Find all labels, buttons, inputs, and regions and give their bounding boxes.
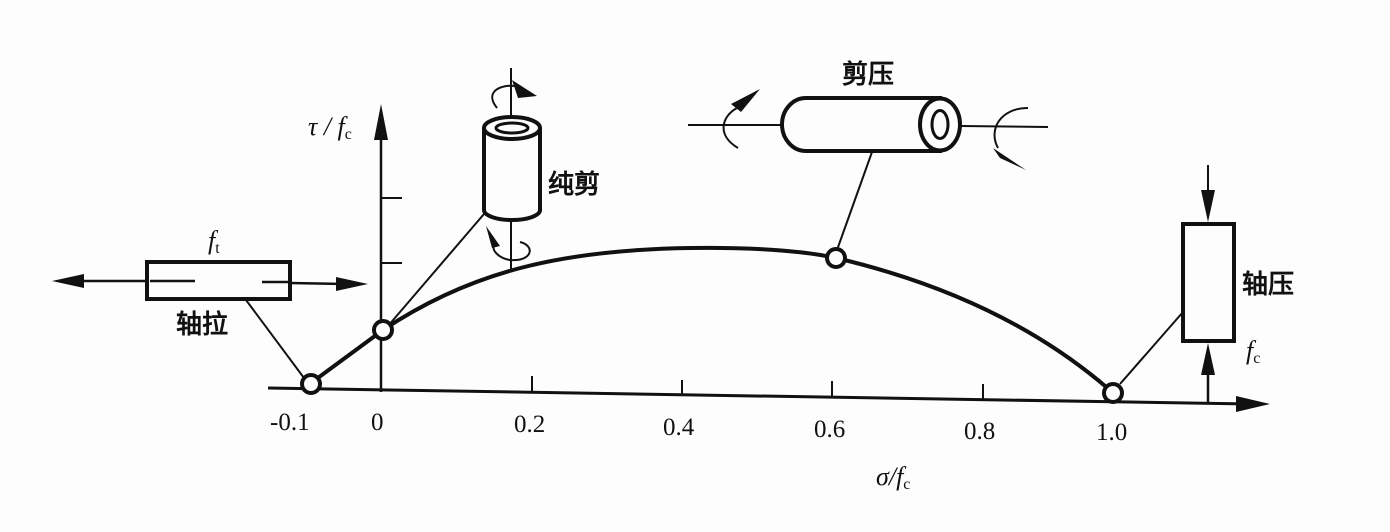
y-axis-arrow-icon	[374, 104, 388, 140]
torque-arrow-bottom-icon	[486, 226, 500, 248]
pure-shear-label: 纯剪	[548, 170, 601, 200]
x-axis-arrow-icon	[1236, 396, 1270, 412]
x-axis	[267, 376, 1270, 412]
compression-arrow-top-icon	[1201, 190, 1215, 222]
axial-compression-specimen	[1089, 165, 1236, 404]
x-tick-label: -0.1	[270, 409, 310, 436]
x-tick-label: 1.0	[1096, 419, 1128, 446]
axial-tension-specimen	[52, 260, 368, 379]
axial-compression-point	[1102, 382, 1124, 404]
torque-arrow-left-icon	[731, 89, 760, 112]
compressive-strength-label: fc	[1246, 336, 1261, 367]
tensile-strength-label: ft	[208, 226, 220, 257]
torque-arrow-right-icon	[993, 148, 1026, 170]
x-tick-label: 0.2	[514, 411, 546, 438]
compression-arrow-bottom-icon	[1201, 343, 1215, 375]
x-tick-label: 0.8	[964, 418, 996, 445]
shear-compression-point	[825, 247, 847, 269]
x-tick-label: 0.4	[663, 414, 695, 441]
pure-shear-specimen	[387, 68, 542, 327]
tension-arrow-left-icon	[52, 274, 84, 288]
axial-tension-label: 轴拉	[176, 310, 229, 340]
x-tick-label: 0	[371, 409, 384, 436]
x-axis-label: σ/fc	[876, 462, 911, 493]
shear-compression-label: 剪压	[842, 60, 895, 90]
y-axis	[374, 104, 402, 392]
axial-compression-label: 轴压	[1242, 270, 1295, 300]
pure-shear-point	[372, 319, 394, 341]
x-tick-label: 0.6	[814, 416, 846, 443]
shear-compression-specimen	[688, 89, 1049, 251]
torque-arrow-top-icon	[512, 80, 537, 98]
tension-arrow-right-icon	[336, 277, 368, 291]
failure-envelope-curve	[309, 245, 1114, 394]
y-axis-label: τ / fc	[308, 112, 352, 143]
axial-tension-point	[300, 373, 322, 395]
